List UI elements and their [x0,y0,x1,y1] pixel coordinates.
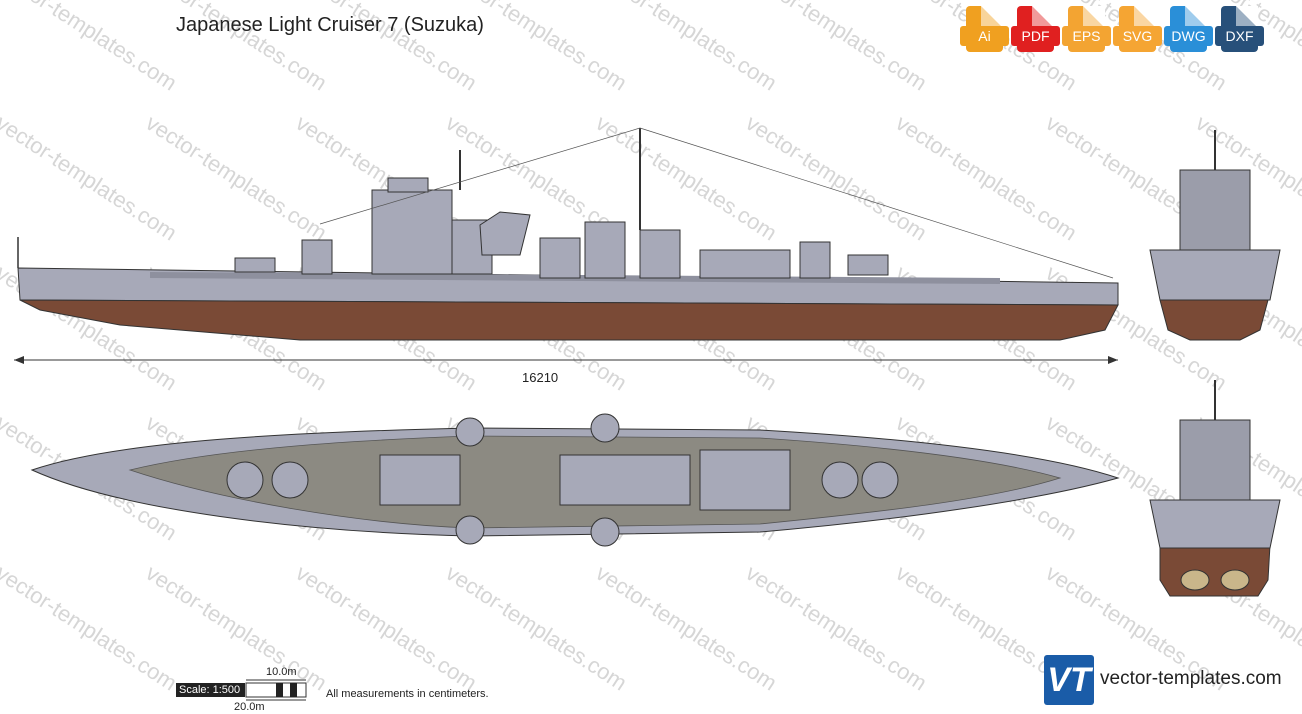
format-pdf-icon[interactable]: PDF [1011,6,1060,54]
format-dxf-icon[interactable]: DXF [1215,6,1264,54]
format-label: DWG [1164,26,1213,46]
rear-view [1149,380,1281,597]
scale-ten-label: 10.0m [266,666,297,678]
format-eps-icon[interactable]: EPS [1062,6,1111,54]
measurements-note: All measurements in centimeters. [326,688,489,700]
format-label: PDF [1011,26,1060,46]
scale-twenty-label: 20.0m [234,701,265,713]
format-label: Ai [960,26,1009,46]
front-view [1149,130,1281,341]
format-label: EPS [1062,26,1111,46]
site-name[interactable]: vector-templates.com [1100,668,1282,689]
scale-label: Scale: 1:500 [176,683,245,697]
format-ai-icon[interactable]: Ai [960,6,1009,54]
side-view [17,127,1119,341]
format-label: DXF [1215,26,1264,46]
vt-logo[interactable]: VT [1044,655,1094,705]
format-label: SVG [1113,26,1162,46]
top-view [30,413,1120,547]
format-svg-icon[interactable]: SVG [1113,6,1162,54]
scale-bar [245,679,307,701]
format-dwg-icon[interactable]: DWG [1164,6,1213,54]
page-title: Japanese Light Cruiser 7 (Suzuka) [176,14,484,36]
length-dimension: 16210 [522,370,559,385]
dimension-line [14,356,1118,364]
